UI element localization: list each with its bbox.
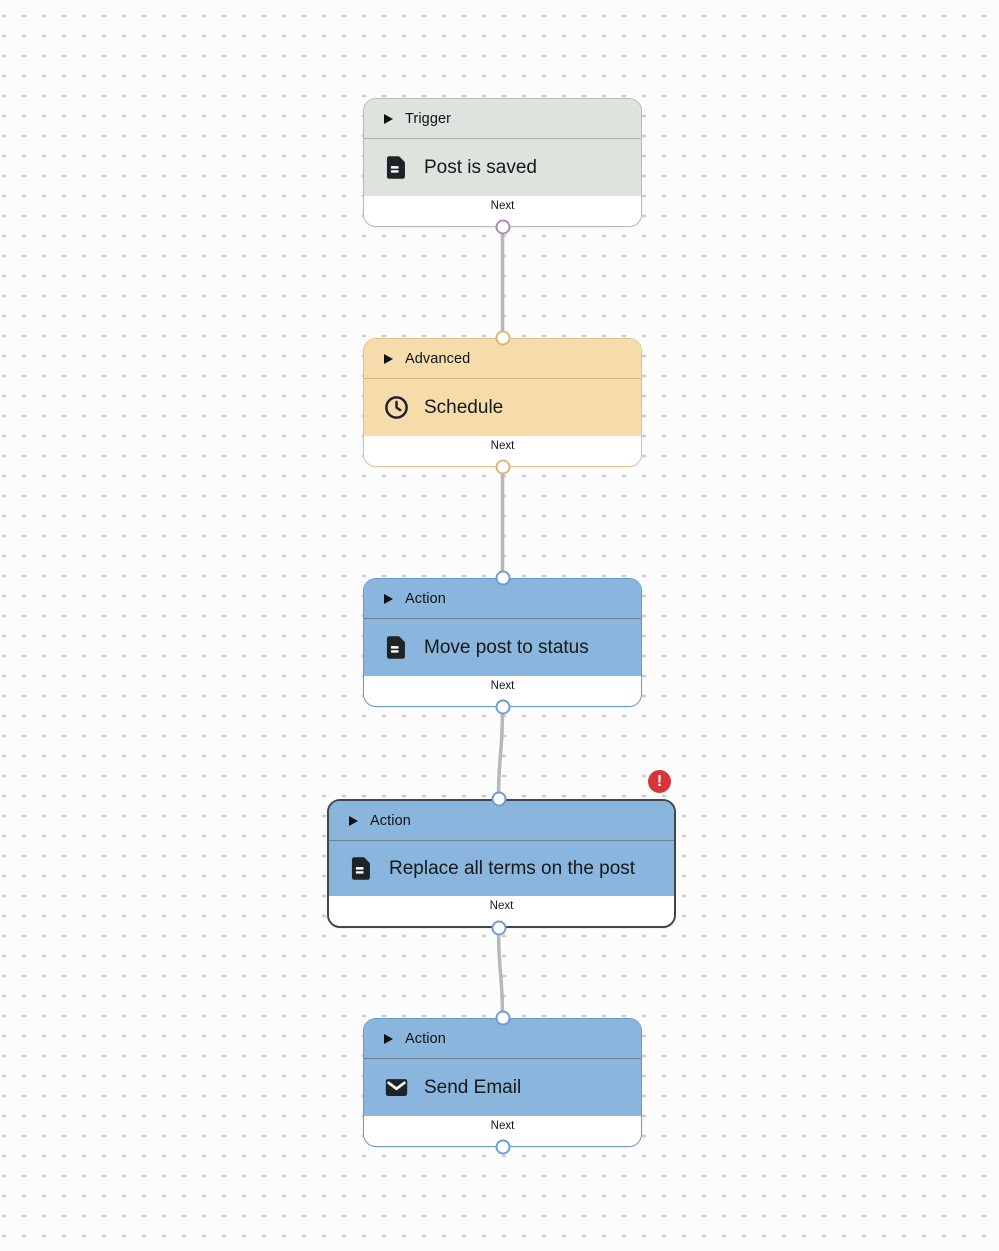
input-port[interactable] xyxy=(495,1010,510,1026)
input-port[interactable] xyxy=(495,330,510,346)
node-header: Advanced xyxy=(364,339,641,379)
node-body: Schedule xyxy=(364,379,641,436)
node-title: Move post to status xyxy=(424,636,589,658)
collapse-toggle-icon[interactable] xyxy=(349,815,358,826)
node-category-label: Trigger xyxy=(405,110,452,127)
node-action-move-post-to-status[interactable]: Action Move post to status Next xyxy=(363,570,642,715)
collapse-toggle-icon[interactable] xyxy=(384,593,393,604)
output-port[interactable] xyxy=(495,699,510,715)
node-title: Replace all terms on the post xyxy=(389,857,636,879)
node-card[interactable]: Trigger Post is saved Next xyxy=(363,98,642,227)
node-header: Action xyxy=(364,579,641,619)
next-label: Next xyxy=(490,440,515,452)
node-body: Replace all terms on the post xyxy=(329,841,674,896)
post-icon xyxy=(383,154,410,181)
next-label: Next xyxy=(490,680,515,692)
node-category-label: Action xyxy=(370,812,411,829)
output-port[interactable] xyxy=(495,1139,510,1155)
clock-icon xyxy=(383,394,410,421)
next-label: Next xyxy=(489,900,514,912)
node-title: Send Email xyxy=(424,1076,522,1098)
post-icon xyxy=(348,855,375,882)
node-action-send-email[interactable]: Action Send Email Next xyxy=(363,1010,642,1155)
node-category-label: Action xyxy=(405,590,446,607)
collapse-toggle-icon[interactable] xyxy=(384,113,393,124)
error-badge[interactable]: ! xyxy=(648,770,671,793)
node-title: Schedule xyxy=(424,396,504,418)
node-category-label: Action xyxy=(405,1030,446,1047)
node-advanced-schedule[interactable]: Advanced Schedule Next xyxy=(363,330,642,475)
node-footer-next[interactable]: Next xyxy=(329,896,674,926)
node-header: Action xyxy=(329,801,674,841)
next-label: Next xyxy=(490,200,515,212)
collapse-toggle-icon[interactable] xyxy=(384,353,393,364)
node-action-replace-all-terms[interactable]: Action Replace all terms on the post Nex… xyxy=(327,770,676,936)
node-category-label: Advanced xyxy=(405,350,471,367)
connector-line xyxy=(496,705,505,801)
input-port[interactable] xyxy=(491,791,506,807)
node-body: Post is saved xyxy=(364,139,641,196)
node-card[interactable]: Advanced Schedule Next xyxy=(363,338,642,467)
input-port[interactable] xyxy=(495,570,510,586)
node-trigger-post-is-saved[interactable]: Trigger Post is saved Next xyxy=(363,98,642,235)
collapse-toggle-icon[interactable] xyxy=(384,1033,393,1044)
connector-line xyxy=(496,926,505,1020)
next-label: Next xyxy=(490,1120,515,1132)
node-card[interactable]: Action Replace all terms on the post Nex… xyxy=(327,799,676,928)
node-header: Action xyxy=(364,1019,641,1059)
post-icon xyxy=(383,634,410,661)
output-port[interactable] xyxy=(495,459,510,475)
output-port[interactable] xyxy=(491,920,506,936)
node-body: Send Email xyxy=(364,1059,641,1116)
node-card[interactable]: Action Move post to status Next xyxy=(363,578,642,707)
node-card[interactable]: Action Send Email Next xyxy=(363,1018,642,1147)
node-body: Move post to status xyxy=(364,619,641,676)
node-title: Post is saved xyxy=(424,156,537,178)
output-port[interactable] xyxy=(495,219,510,235)
node-header: Trigger xyxy=(364,99,641,139)
mail-icon xyxy=(383,1074,410,1101)
